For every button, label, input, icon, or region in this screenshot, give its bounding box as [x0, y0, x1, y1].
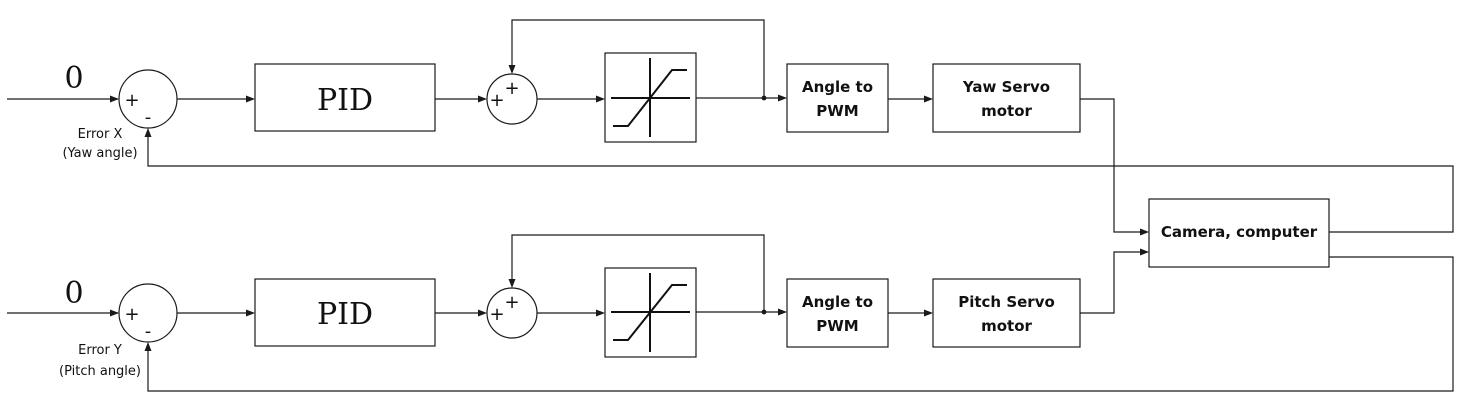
- pitch-angle-to-pwm-line2: PWM: [816, 317, 858, 335]
- yaw-error-label-line2: (Yaw angle): [62, 146, 137, 161]
- yaw-sum-minus-sign: -: [145, 107, 152, 128]
- yaw-error-label-line1: Error X: [78, 127, 123, 142]
- yaw-angle-to-pwm-block: [786, 63, 889, 133]
- yaw-sum2-plus-left: +: [489, 90, 504, 111]
- yaw-sum2-plus-top: +: [504, 78, 519, 99]
- yaw-angle-to-pwm-line1: Angle to: [802, 78, 873, 96]
- pitch-inner-feedback-wire: [511, 234, 765, 312]
- camera-computer-block: [1148, 198, 1330, 268]
- pitch-pid-input-arrow: [246, 309, 255, 317]
- pitch-setpoint-label: 0: [64, 276, 83, 311]
- yaw-outer-feedback-arrow: [144, 128, 152, 137]
- yaw-servo-input-arrow: [924, 95, 933, 103]
- pitch-angle-to-pwm-line1: Angle to: [802, 293, 873, 311]
- pitch-sum2-input-arrow: [478, 309, 487, 317]
- camera-computer-label: Camera, computer: [1161, 223, 1318, 241]
- yaw-saturation-graph-icon: [611, 58, 690, 137]
- pitch-saturation-graph-icon: [611, 273, 690, 352]
- yaw-sat-input-arrow: [596, 95, 605, 103]
- pitch-error-label-line1: Error Y: [78, 343, 122, 358]
- pitch-servo-to-camera-wire: [1080, 251, 1140, 314]
- yaw-pid-input-arrow: [246, 95, 255, 103]
- yaw-sum-plus-sign: +: [124, 90, 139, 111]
- pitch-servo-line2: motor: [981, 317, 1032, 335]
- yaw-camera-input-arrow: [1140, 228, 1149, 236]
- pitch-error-label-line2: (Pitch angle): [59, 364, 141, 379]
- yaw-sum2-input-arrow: [478, 95, 487, 103]
- pitch-sum2-plus-top: +: [504, 292, 519, 313]
- yaw-inner-feedback-arrow: [508, 65, 516, 74]
- pitch-sat-input-arrow: [596, 309, 605, 317]
- pitch-pid-label: PID: [317, 297, 373, 332]
- yaw-angle-to-pwm-line2: PWM: [816, 102, 858, 120]
- pitch-outer-feedback-arrow: [144, 342, 152, 351]
- pitch-angle-to-pwm-block: [786, 278, 889, 348]
- pitch-outer-feedback-wire: [147, 256, 1454, 392]
- yaw-outer-feedback-wire: [147, 137, 1454, 233]
- pitch-sum-minus-sign: -: [145, 321, 152, 342]
- yaw-setpoint-label: 0: [64, 61, 83, 96]
- yaw-loop: 0 + - Error X (Yaw angle) PID + + An: [7, 19, 1454, 236]
- pitch-pid-block: [254, 278, 436, 347]
- pitch-servo-input-arrow: [924, 309, 933, 317]
- yaw-pwm-input-arrow: [778, 94, 787, 102]
- pitch-setpoint-arrow: [110, 309, 119, 317]
- yaw-inner-feedback-wire: [511, 19, 765, 98]
- pitch-loop: 0 + - Error Y (Pitch angle) PID + +: [7, 234, 1454, 392]
- yaw-setpoint-arrow: [110, 95, 119, 103]
- yaw-servo-line1: Yaw Servo: [962, 78, 1050, 96]
- yaw-pid-label: PID: [317, 83, 373, 118]
- pitch-camera-input-arrow: [1140, 248, 1149, 256]
- pitch-servo-motor-block: [932, 278, 1081, 348]
- pitch-sum2-plus-left: +: [489, 304, 504, 325]
- yaw-pid-block: [254, 63, 436, 132]
- pitch-sum-plus-sign: +: [124, 304, 139, 325]
- pitch-inner-feedback-arrow: [508, 279, 516, 288]
- pitch-servo-line1: Pitch Servo: [958, 293, 1055, 311]
- pitch-pwm-input-arrow: [778, 308, 787, 316]
- yaw-servo-motor-block: [932, 63, 1081, 133]
- yaw-servo-line2: motor: [981, 102, 1032, 120]
